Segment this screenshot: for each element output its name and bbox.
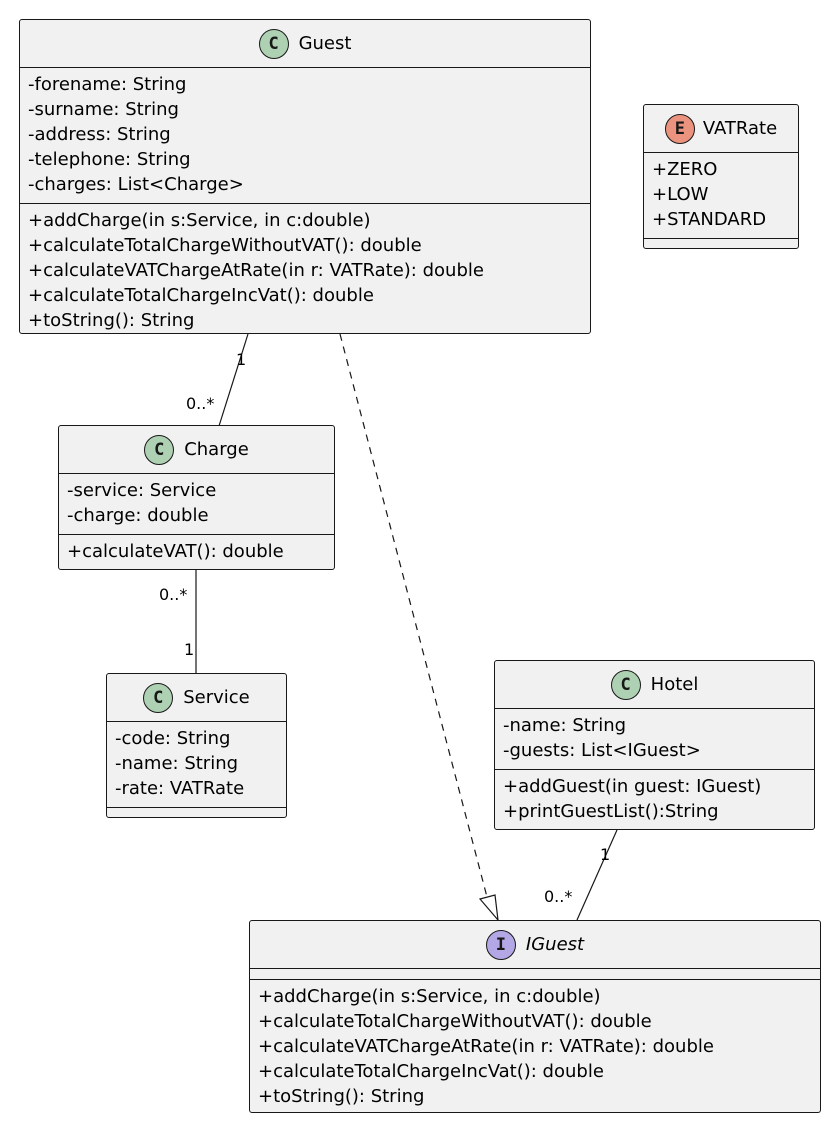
vatrate-enum-name: VATRate [702,118,778,139]
service-class-name: Service [183,687,250,708]
service-methods [107,807,286,818]
service-field: -name: String [115,753,239,774]
guest-methods: +addCharge(in s:Service, in c:double) +c… [20,203,590,339]
class-badge-icon: C [610,669,641,700]
guest-field: -forename: String [28,74,187,95]
guest-header: C Guest [20,20,590,67]
service-fields: -code: String -name: String -rate: VATRa… [107,721,286,807]
charge-class-name: Charge [184,439,249,460]
guest-charge-association [218,333,249,427]
charge-service-mult-service-end: 1 [184,640,195,659]
iguest-interface-name: IGuest [525,934,585,955]
vatrate-methods [644,238,798,249]
iguest-method: +addCharge(in s:Service, in c:double) [258,986,601,1007]
hotel-fields: -name: String -guests: List<IGuest> [495,708,814,769]
vatrate-value: +LOW [652,184,709,205]
hotel-iguest-mult-hotel-end: 1 [600,845,611,864]
iguest-header: I IGuest [250,921,820,968]
class-badge-icon: C [144,434,175,465]
iguest-method: +calculateTotalChargeWithoutVAT(): doubl… [258,1011,652,1032]
guest-field: -address: String [28,124,171,145]
guest-iguest-realization [339,333,488,898]
charge-service-mult-charge-end: 0..* [159,585,188,604]
charge-header: C Charge [59,426,334,473]
charge-methods: +calculateVAT(): double [59,534,334,570]
enum-badge-icon: E [664,113,695,144]
guest-charge-mult-guest-end: 1 [236,350,247,369]
hotel-field: -name: String [503,715,627,736]
charge-fields: -service: Service -charge: double [59,473,334,534]
service-header: C Service [107,674,286,721]
hotel-method: +addGuest(in guest: IGuest) [503,776,762,797]
charge-class[interactable]: C Charge -service: Service -charge: doub… [58,425,335,570]
iguest-interface[interactable]: I IGuest +addCharge(in s:Service, in c:d… [249,920,821,1113]
guest-class-name: Guest [298,33,352,54]
guest-field: -telephone: String [28,149,191,170]
guest-fields: -forename: String -surname: String -addr… [20,67,590,203]
hotel-iguest-mult-iguest-end: 0..* [544,887,573,906]
iguest-fields [250,968,820,979]
service-class[interactable]: C Service -code: String -name: String -r… [106,673,287,818]
vatrate-values: +ZERO +LOW +STANDARD [644,152,798,238]
guest-method: +calculateTotalChargeIncVat(): double [28,285,374,306]
iguest-method: +calculateTotalChargeIncVat(): double [258,1061,604,1082]
hotel-methods: +addGuest(in guest: IGuest) +printGuestL… [495,769,814,830]
iguest-methods: +addCharge(in s:Service, in c:double) +c… [250,979,820,1115]
realization-arrowhead [478,894,499,922]
class-badge-icon: C [143,682,174,713]
hotel-class-name: Hotel [650,674,699,695]
vatrate-value: +STANDARD [652,209,767,230]
charge-field: -charge: double [67,505,209,526]
class-badge-icon: C [258,28,289,59]
guest-method: +calculateVATChargeAtRate(in r: VATRate)… [28,260,484,281]
hotel-header: C Hotel [495,661,814,708]
hotel-method: +printGuestList():String [503,801,719,822]
guest-class[interactable]: C Guest -forename: String -surname: Stri… [19,19,591,334]
vatrate-enum[interactable]: E VATRate +ZERO +LOW +STANDARD [643,104,799,249]
guest-method: +toString(): String [28,310,195,331]
iguest-method: +toString(): String [258,1086,425,1107]
iguest-method: +calculateVATChargeAtRate(in r: VATRate)… [258,1036,714,1057]
hotel-class[interactable]: C Hotel -name: String -guests: List<IGue… [494,660,815,830]
guest-field: -charges: List<Charge> [28,174,244,195]
service-field: -code: String [115,728,231,749]
service-field: -rate: VATRate [115,778,245,799]
guest-method: +addCharge(in s:Service, in c:double) [28,210,371,231]
charge-field: -service: Service [67,480,217,501]
vatrate-value: +ZERO [652,159,718,180]
hotel-field: -guests: List<IGuest> [503,740,701,761]
vatrate-header: E VATRate [644,105,798,152]
guest-charge-mult-charge-end: 0..* [186,394,215,413]
interface-badge-icon: I [485,929,516,960]
guest-method: +calculateTotalChargeWithoutVAT(): doubl… [28,235,422,256]
guest-field: -surname: String [28,99,179,120]
charge-method: +calculateVAT(): double [67,541,284,562]
hotel-iguest-association [576,829,618,921]
